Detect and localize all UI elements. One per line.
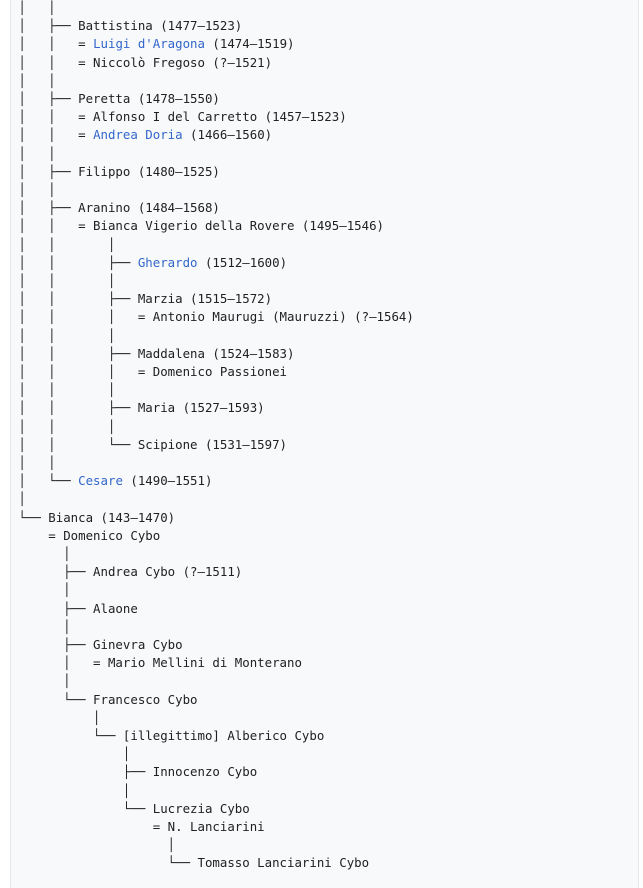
tree-line: │ │ = Alfonso I del Carretto (1457–1523) bbox=[11, 109, 347, 125]
person-link[interactable]: Cesare bbox=[78, 473, 123, 489]
tree-line: │ = Mario Mellini di Monterano bbox=[11, 655, 302, 671]
person-link[interactable]: Gherardo bbox=[137, 254, 198, 270]
tree-line: └── Lucrezia Cybo bbox=[11, 800, 250, 816]
tree-line: │ │ │ bbox=[11, 418, 116, 434]
tree-line: │ │ │ = Domenico Passionei bbox=[11, 364, 288, 379]
tree-line: │ │ └── Scipione (1531–1597) bbox=[11, 436, 288, 452]
tree-line: ├── Alaone bbox=[11, 600, 138, 616]
tree-line: │ │ ├── Maddalena (1524–1583) bbox=[11, 345, 295, 361]
tree-line: │ bbox=[11, 746, 131, 762]
tree-line: │ │ │ bbox=[11, 273, 116, 288]
tree-line: └── Tomasso Lanciarini Cybo bbox=[11, 855, 370, 871]
tree-line: └── [illegittimo] Alberico Cybo bbox=[11, 728, 325, 743]
tree-line: = N. Lanciarini bbox=[11, 819, 265, 834]
tree-line: │ bbox=[11, 837, 176, 853]
tree-line: │ ├── Aranino (1484–1568) bbox=[11, 200, 220, 216]
tree-line: ├── Innocenzo Cybo bbox=[11, 764, 258, 780]
tree-line: │ │ bbox=[11, 455, 56, 470]
tree-line: │ ├── Battistina (1477–1523) bbox=[11, 18, 243, 34]
family-tree-panel: │ │ │ ├── Battistina (1477–1523) │ │ = L… bbox=[10, 0, 639, 888]
tree-line: │ │ bbox=[11, 72, 56, 88]
tree-line: │ bbox=[11, 709, 101, 725]
tree-line: │ bbox=[11, 673, 71, 689]
tree-line: │ │ bbox=[11, 145, 56, 161]
tree-line: ├── Andrea Cybo (?–1511) bbox=[11, 564, 243, 580]
tree-line: │ │ = Luigi d'Aragona (1474–1519) bbox=[11, 36, 295, 52]
person-link[interactable]: Luigi d'Aragona bbox=[93, 36, 205, 52]
tree-line: └── Bianca (143–1470) bbox=[11, 509, 176, 525]
tree-line: │ │ │ bbox=[11, 236, 116, 252]
tree-line: │ │ ├── Maria (1527–1593) bbox=[11, 400, 265, 416]
tree-line: │ │ ├── Gherardo (1512–1600) bbox=[11, 254, 288, 270]
tree-line: │ │ bbox=[11, 182, 56, 197]
tree-line: │ bbox=[11, 491, 26, 507]
tree-line: = Domenico Cybo bbox=[11, 527, 161, 543]
tree-line: └── Francesco Cybo bbox=[11, 691, 198, 707]
tree-line: │ │ = Bianca Vigerio della Rovere (1495–… bbox=[11, 218, 384, 234]
tree-line: ├── Ginevra Cybo bbox=[11, 637, 183, 652]
tree-line: │ bbox=[11, 582, 71, 598]
tree-line: │ ├── Peretta (1478–1550) bbox=[11, 91, 220, 106]
tree-line: │ bbox=[11, 782, 131, 798]
tree-line: │ │ ├── Marzia (1515–1572) bbox=[11, 291, 273, 307]
tree-line: │ │ bbox=[11, 0, 56, 15]
tree-line: │ │ │ bbox=[11, 382, 116, 398]
tree-line: │ │ │ = Antonio Maurugi (Mauruzzi) (?–15… bbox=[11, 309, 414, 325]
tree-line: │ ├── Filippo (1480–1525) bbox=[11, 163, 220, 179]
tree-line: │ bbox=[11, 546, 71, 561]
tree-line: │ │ = Andrea Doria (1466–1560) bbox=[11, 127, 273, 143]
person-link[interactable]: Andrea Doria bbox=[93, 127, 183, 143]
tree-line: │ bbox=[11, 618, 71, 634]
tree-line: │ └── Cesare (1490–1551) bbox=[11, 473, 213, 489]
tree-line: │ │ = Niccolò Fregoso (?–1521) bbox=[11, 54, 273, 70]
tree-line: │ │ │ bbox=[11, 327, 116, 343]
